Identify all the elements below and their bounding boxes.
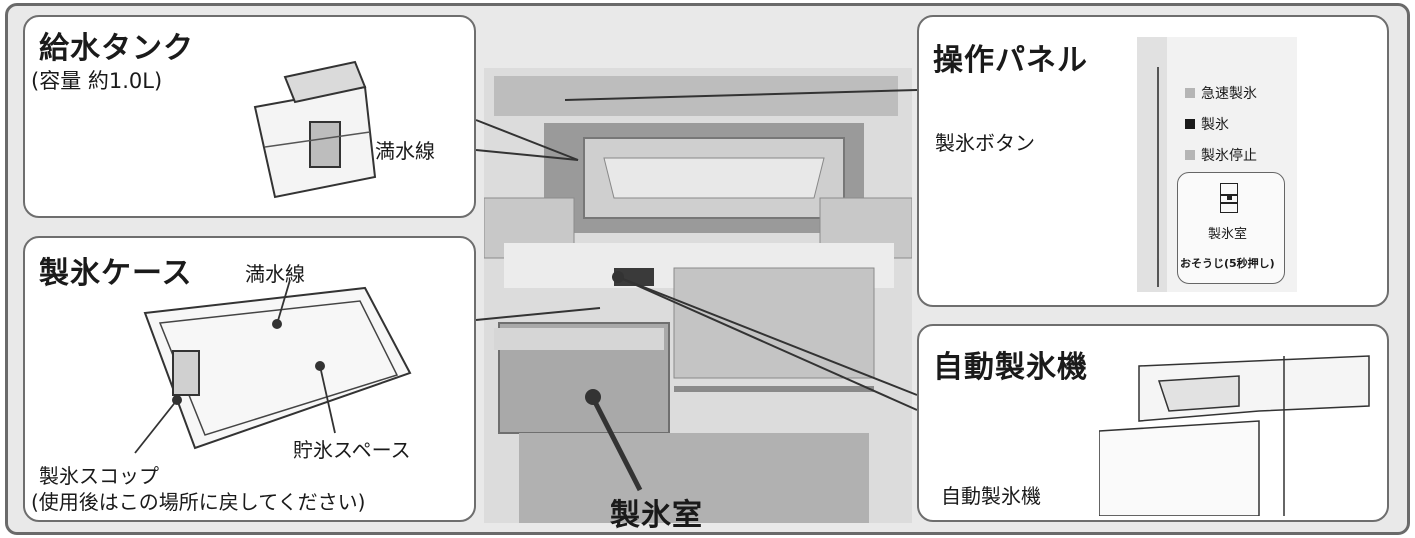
case-scoop-label: 製氷スコップ xyxy=(39,464,159,488)
ice-room-button-label: 製氷室 xyxy=(1208,227,1248,242)
ice-room-label: 製氷室 xyxy=(610,498,703,533)
led-indicator xyxy=(1185,119,1195,129)
water-tank-illustration xyxy=(245,47,385,207)
ice-maker-illustration xyxy=(1099,336,1384,516)
ice-room-button[interactable]: 製氷室 おそうじ(5秒押し) xyxy=(1177,172,1285,284)
fridge-photo xyxy=(484,68,912,523)
case-storage-label: 貯氷スペース xyxy=(293,438,411,462)
ice-maker-panel: 自動製氷機 自動製氷機 xyxy=(917,324,1389,522)
ice-case-panel: 製氷ケース 満水線 貯氷スペース 製氷スコップ (使用後はこの場所に戻してくださ… xyxy=(23,236,476,522)
maker-title: 自動製氷機 xyxy=(933,350,1088,385)
led-indicator xyxy=(1185,150,1195,160)
case-scoop-note: (使用後はこの場所に戻してください) xyxy=(31,490,366,514)
control-panel-photo: 急速製氷 製氷 製氷停止 製氷室 おそうじ(5秒押し) xyxy=(1137,37,1297,292)
cleaning-label: おそうじ(5秒押し) xyxy=(1180,257,1275,270)
case-leaders xyxy=(134,279,336,454)
ops-button-label: 製氷ボタン xyxy=(935,131,1035,155)
ops-title: 操作パネル xyxy=(933,43,1088,78)
led-indicator xyxy=(1185,88,1195,98)
tank-capacity: (容量 約1.0L) xyxy=(31,69,163,93)
maker-label: 自動製氷機 xyxy=(941,484,1041,508)
tank-title: 給水タンク xyxy=(39,31,194,66)
water-tank-panel: 給水タンク (容量 約1.0L) 満水線 xyxy=(23,15,476,218)
case-full-line-label: 満水線 xyxy=(245,262,305,286)
fridge-icon xyxy=(1220,183,1238,213)
mode-option: 急速製氷 xyxy=(1185,83,1257,103)
control-panel-panel: 操作パネル 製氷ボタン 急速製氷 製氷 製氷停止 製氷室 おそうじ(5秒押し) xyxy=(917,15,1389,307)
mode-option: 製氷停止 xyxy=(1185,145,1257,165)
tank-full-line-label: 満水線 xyxy=(375,139,435,163)
mode-option: 製氷 xyxy=(1185,114,1229,134)
case-title: 製氷ケース xyxy=(39,256,193,291)
